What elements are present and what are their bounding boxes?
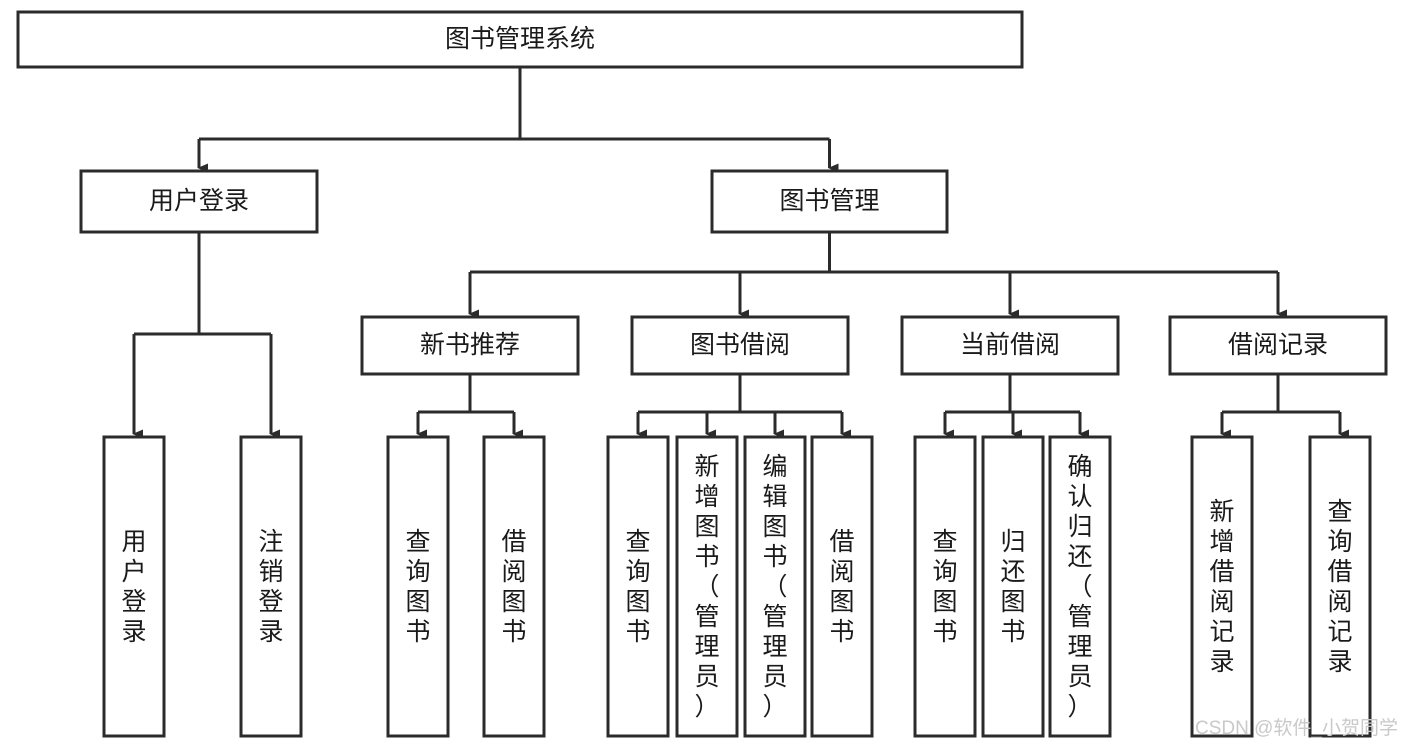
node-label: 查询图书 [932,528,957,646]
node-box[interactable] [913,435,977,738]
node-label: 查询图书 [405,528,430,646]
node-label: 图书借阅 [690,331,790,359]
node-leaf-confirm-return[interactable]: 确认归还（管理员） [1048,435,1112,738]
node-label: 当前借阅 [960,331,1060,359]
node-box[interactable] [16,10,1024,69]
node-leaf-user-login[interactable]: 用户登录 [102,435,166,738]
node-box[interactable] [675,435,739,738]
node-box[interactable] [1308,435,1372,738]
node-leaf-edit-book[interactable]: 编辑图书（管理员） [743,435,807,738]
node-box[interactable] [239,435,303,738]
node-leaf-add-record[interactable]: 新增借阅记录 [1190,435,1254,738]
node-box[interactable] [1168,315,1388,376]
node-box[interactable] [360,315,580,376]
node-box[interactable] [482,435,546,738]
node-box[interactable] [102,435,166,738]
node-label: 新增借阅记录 [1209,498,1234,676]
node-new-book-recommend[interactable]: 新书推荐 [360,315,580,376]
node-label: 注销登录 [258,528,283,646]
node-box[interactable] [386,435,450,738]
node-borrow-record[interactable]: 借阅记录 [1168,315,1388,376]
node-label: 借阅图书 [829,528,854,646]
node-label: 查询图书 [625,528,650,646]
node-box[interactable] [900,315,1120,376]
csdn-watermark: CSDN @软件_小贺同学 [1195,717,1398,739]
node-book-borrow[interactable]: 图书借阅 [630,315,850,376]
node-user-login[interactable]: 用户登录 [79,169,319,234]
node-label: 确认归还（管理员） [1067,453,1092,721]
node-label: 新书推荐 [420,331,520,359]
node-label: 图书管理系统 [445,25,595,53]
connector-layer [132,67,1349,439]
node-leaf-query-record[interactable]: 查询借阅记录 [1308,435,1372,738]
node-box[interactable] [810,435,874,738]
node-label: 借阅记录 [1228,331,1328,359]
node-leaf-borrow-book-1[interactable]: 借阅图书 [482,435,546,738]
node-root-system[interactable]: 图书管理系统 [16,10,1024,69]
node-box[interactable] [743,435,807,738]
node-leaf-add-book[interactable]: 新增图书（管理员） [675,435,739,738]
node-box[interactable] [710,169,949,234]
node-label: 查询借阅记录 [1327,498,1352,676]
node-label: 编辑图书（管理员） [762,453,787,721]
node-label: 图书管理 [779,187,879,215]
node-leaf-logout[interactable]: 注销登录 [239,435,303,738]
node-leaf-query-book-3[interactable]: 查询图书 [913,435,977,738]
node-box[interactable] [79,169,319,234]
node-box[interactable] [606,435,670,738]
node-label: 借阅图书 [501,528,526,646]
node-label: 归还图书 [1000,528,1025,646]
node-box[interactable] [630,315,850,376]
node-box[interactable] [1190,435,1254,738]
node-leaf-return-book[interactable]: 归还图书 [981,435,1045,738]
node-current-borrow[interactable]: 当前借阅 [900,315,1120,376]
node-leaf-borrow-book-2[interactable]: 借阅图书 [810,435,874,738]
node-box[interactable] [981,435,1045,738]
node-leaf-query-book-2[interactable]: 查询图书 [606,435,670,738]
node-box[interactable] [1048,435,1112,738]
node-label: 用户登录 [149,187,249,215]
node-label: 新增图书（管理员） [694,453,719,721]
node-book-management[interactable]: 图书管理 [710,169,949,234]
node-label: 用户登录 [121,528,146,646]
node-leaf-query-book-1[interactable]: 查询图书 [386,435,450,738]
node-layer: 图书管理系统用户登录图书管理新书推荐图书借阅当前借阅借阅记录用户登录注销登录查询… [16,10,1388,738]
